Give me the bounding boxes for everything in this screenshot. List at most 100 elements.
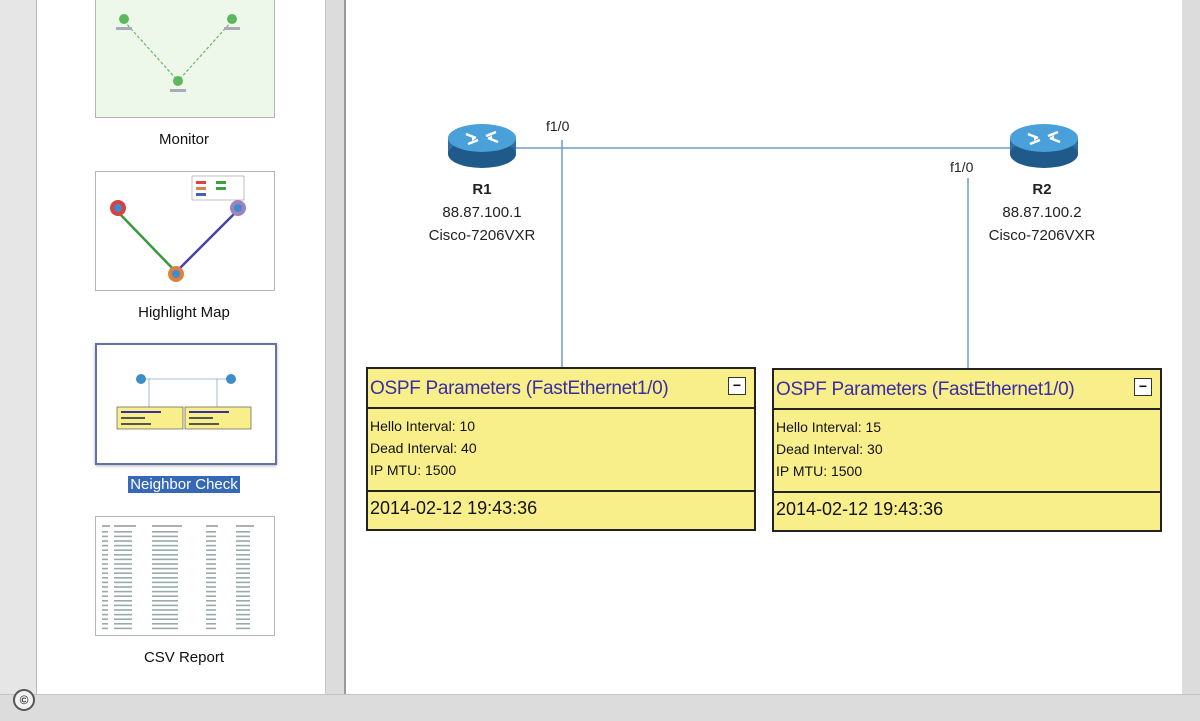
thumbnail-monitor[interactable] [95,0,275,118]
csv-row-cell [206,531,216,533]
router-r2-label[interactable]: R2 88.87.100.2 Cisco-7206VXR [962,178,1122,247]
csv-row-cell [114,627,132,630]
collapse-button[interactable]: − [728,377,746,395]
r1-interface-label: f1/0 [546,118,570,134]
csv-row-cell [102,618,108,620]
csv-row-cell [152,549,178,551]
csv-row-cell [206,613,216,616]
thumbnail-csv-report[interactable] [95,516,275,636]
csv-row-cell [206,609,216,611]
csv-row-cell [206,627,216,630]
csv-row-cell [102,581,108,584]
neighbor-check-preview [116,374,252,430]
csv-row-cell [114,549,132,551]
dead-interval: Dead Interval: 30 [776,441,883,457]
csv-row-cell [102,558,108,561]
collapse-button[interactable]: − [1134,378,1152,396]
csv-row-cell [236,540,250,542]
csv-row-cell [152,581,178,584]
csv-row-cell [206,604,216,607]
csv-row-cell [152,623,178,625]
csv-row-cell [102,544,108,547]
csv-row-cell [102,613,108,616]
csv-row-cell [102,586,108,588]
csv-report-preview [102,525,254,630]
csv-row-cell [236,609,250,611]
csv-row-cell [152,577,178,579]
router-icon[interactable] [1010,124,1078,168]
csv-row-cell [152,590,178,593]
csv-row-cell [206,567,216,570]
router-name: R1 [472,181,492,198]
csv-row-cell [114,563,132,565]
csv-row-cell [102,595,108,597]
hello-interval: Hello Interval: 15 [776,419,882,435]
csv-row-cell [102,540,108,542]
csv-row-cell [114,572,132,574]
router-model: Cisco-7206VXR [428,227,536,244]
status-bar [0,694,1200,721]
csv-row-cell [206,586,216,588]
csv-row-cell [102,554,108,556]
sidebar-item-monitor[interactable]: Monitor [158,131,210,148]
csv-row-cell [114,590,132,593]
topology-canvas: f1/0 f1/0 R1 88.87.100.1 Cisco-7206VXR R… [344,0,1182,694]
csv-row-cell [114,544,132,547]
csv-row-cell [206,595,216,597]
csv-row-cell [102,600,108,602]
csv-row-cell [114,558,132,561]
csv-row-cell [206,549,216,551]
csv-rows [102,531,250,630]
csv-row-cell [206,623,216,625]
dead-interval: Dead Interval: 40 [370,440,477,456]
csv-row-cell [236,627,250,630]
csv-row-cell [102,535,108,538]
hello-interval: Hello Interval: 10 [370,418,476,434]
csv-row-cell [236,577,250,579]
csv-row-cell [206,618,216,620]
csv-row-cell [114,581,132,584]
csv-row-cell [152,540,178,542]
csv-row-cell [236,613,250,616]
sidebar-item-csv-report[interactable]: CSV Report [143,649,225,666]
csv-row-cell [236,590,250,593]
csv-row-cell [152,563,178,565]
csv-row-cell [152,544,178,547]
csv-row-cell [102,531,108,533]
ospf-panel-r2: OSPF Parameters (FastEthernet1/0) − Hell… [772,368,1162,532]
csv-row-cell [236,572,250,574]
csv-row-cell [152,535,178,538]
router-icon[interactable] [448,124,516,168]
csv-row-cell [236,535,250,538]
csv-row-cell [114,595,132,597]
csv-row-cell [102,627,108,630]
csv-row-cell [152,613,178,616]
csv-row-cell [114,600,132,602]
r2-interface-label: f1/0 [950,159,974,175]
csv-row-cell [114,535,132,538]
csv-row-cell [236,595,250,597]
csv-row-cell [236,554,250,556]
csv-row-cell [236,567,250,570]
ospf-panel-title-bar: OSPF Parameters (FastEthernet1/0) − [368,369,754,409]
csv-row-cell [114,623,132,625]
csv-row-cell [152,604,178,607]
thumbnail-highlight-map[interactable] [95,171,275,291]
thumbnail-neighbor-check[interactable] [95,343,277,465]
topology-links [448,124,1078,368]
csv-row-cell [152,567,178,570]
csv-row-cell [206,558,216,561]
ospf-panel-timestamp: 2014-02-12 19:43:36 [370,498,538,518]
sidebar-item-neighbor-check[interactable]: Neighbor Check [128,476,240,493]
csv-row-cell [102,604,108,607]
ospf-panel-title: OSPF Parameters (FastEthernet1/0) [776,379,1075,400]
router-r1-label[interactable]: R1 88.87.100.1 Cisco-7206VXR [402,178,562,247]
csv-row-cell [114,609,132,611]
csv-row-cell [114,604,132,607]
csv-row-cell [114,586,132,588]
csv-row-cell [102,577,108,579]
ip-mtu: IP MTU: 1500 [370,462,457,478]
ospf-panel-r1: OSPF Parameters (FastEthernet1/0) − Hell… [366,367,756,531]
sidebar-item-highlight-map[interactable]: Highlight Map [138,304,230,321]
csv-row-cell [152,595,178,597]
